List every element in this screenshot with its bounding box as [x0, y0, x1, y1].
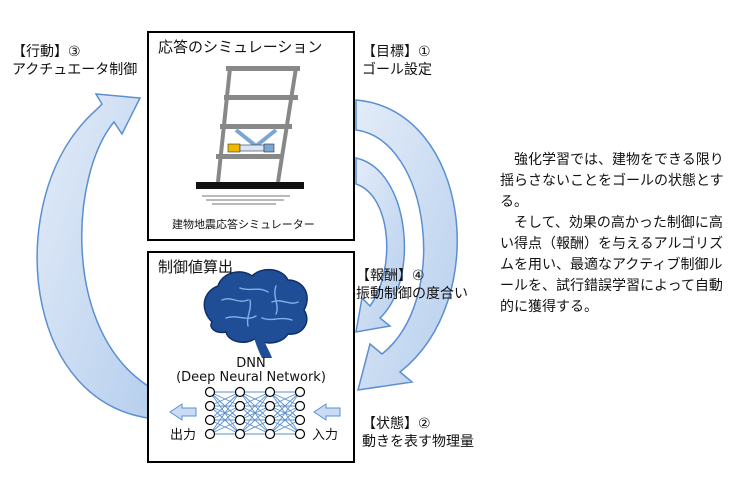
reward-title: 【報酬】④ — [356, 268, 425, 284]
explanation-paragraph-1: 強化学習では、建物をできる限り揺らさないことをゴールの状態とする。 — [500, 152, 724, 210]
dnn-label: DNN — [236, 356, 266, 371]
output-label: 出力 — [170, 428, 197, 443]
neural-network-nodes — [204, 386, 306, 440]
simulation-title: 応答のシミュレーション — [158, 38, 323, 56]
left-arrow-icon — [169, 403, 197, 421]
action-loop-arrow — [36, 93, 149, 419]
left-arrow-icon — [313, 403, 341, 421]
input-label: 入力 — [312, 428, 339, 443]
simulator-caption: 建物地震応答シミュレーター — [172, 218, 315, 231]
state-title: 【状態】② — [362, 416, 431, 432]
control-calc-title: 制御値算出 — [158, 258, 234, 276]
simulation-box — [147, 31, 355, 241]
goal-title: 【目標】① — [362, 44, 431, 60]
dnn-full-label: (Deep Neural Network) — [176, 370, 326, 385]
goal-desc: ゴール設定 — [362, 62, 432, 78]
reward-loop-arrow — [355, 157, 406, 333]
action-desc: アクチュエータ制御 — [12, 62, 138, 78]
explanation-text: 強化学習では、建物をできる限り揺らさないことをゴールの状態とする。 そして、効果… — [500, 150, 732, 318]
explanation-paragraph-2: そして、効果の高かった制御に高い得点（報酬）を与えるアルゴリズムを用い、最適なア… — [500, 215, 724, 315]
state-desc: 動きを表す物理量 — [362, 434, 474, 450]
brain-icon — [203, 268, 308, 358]
reward-desc: 振動制御の度合い — [356, 286, 468, 302]
building-model-icon — [196, 66, 304, 205]
action-title: 【行動】③ — [12, 44, 81, 60]
state-loop-arrow — [355, 99, 458, 391]
